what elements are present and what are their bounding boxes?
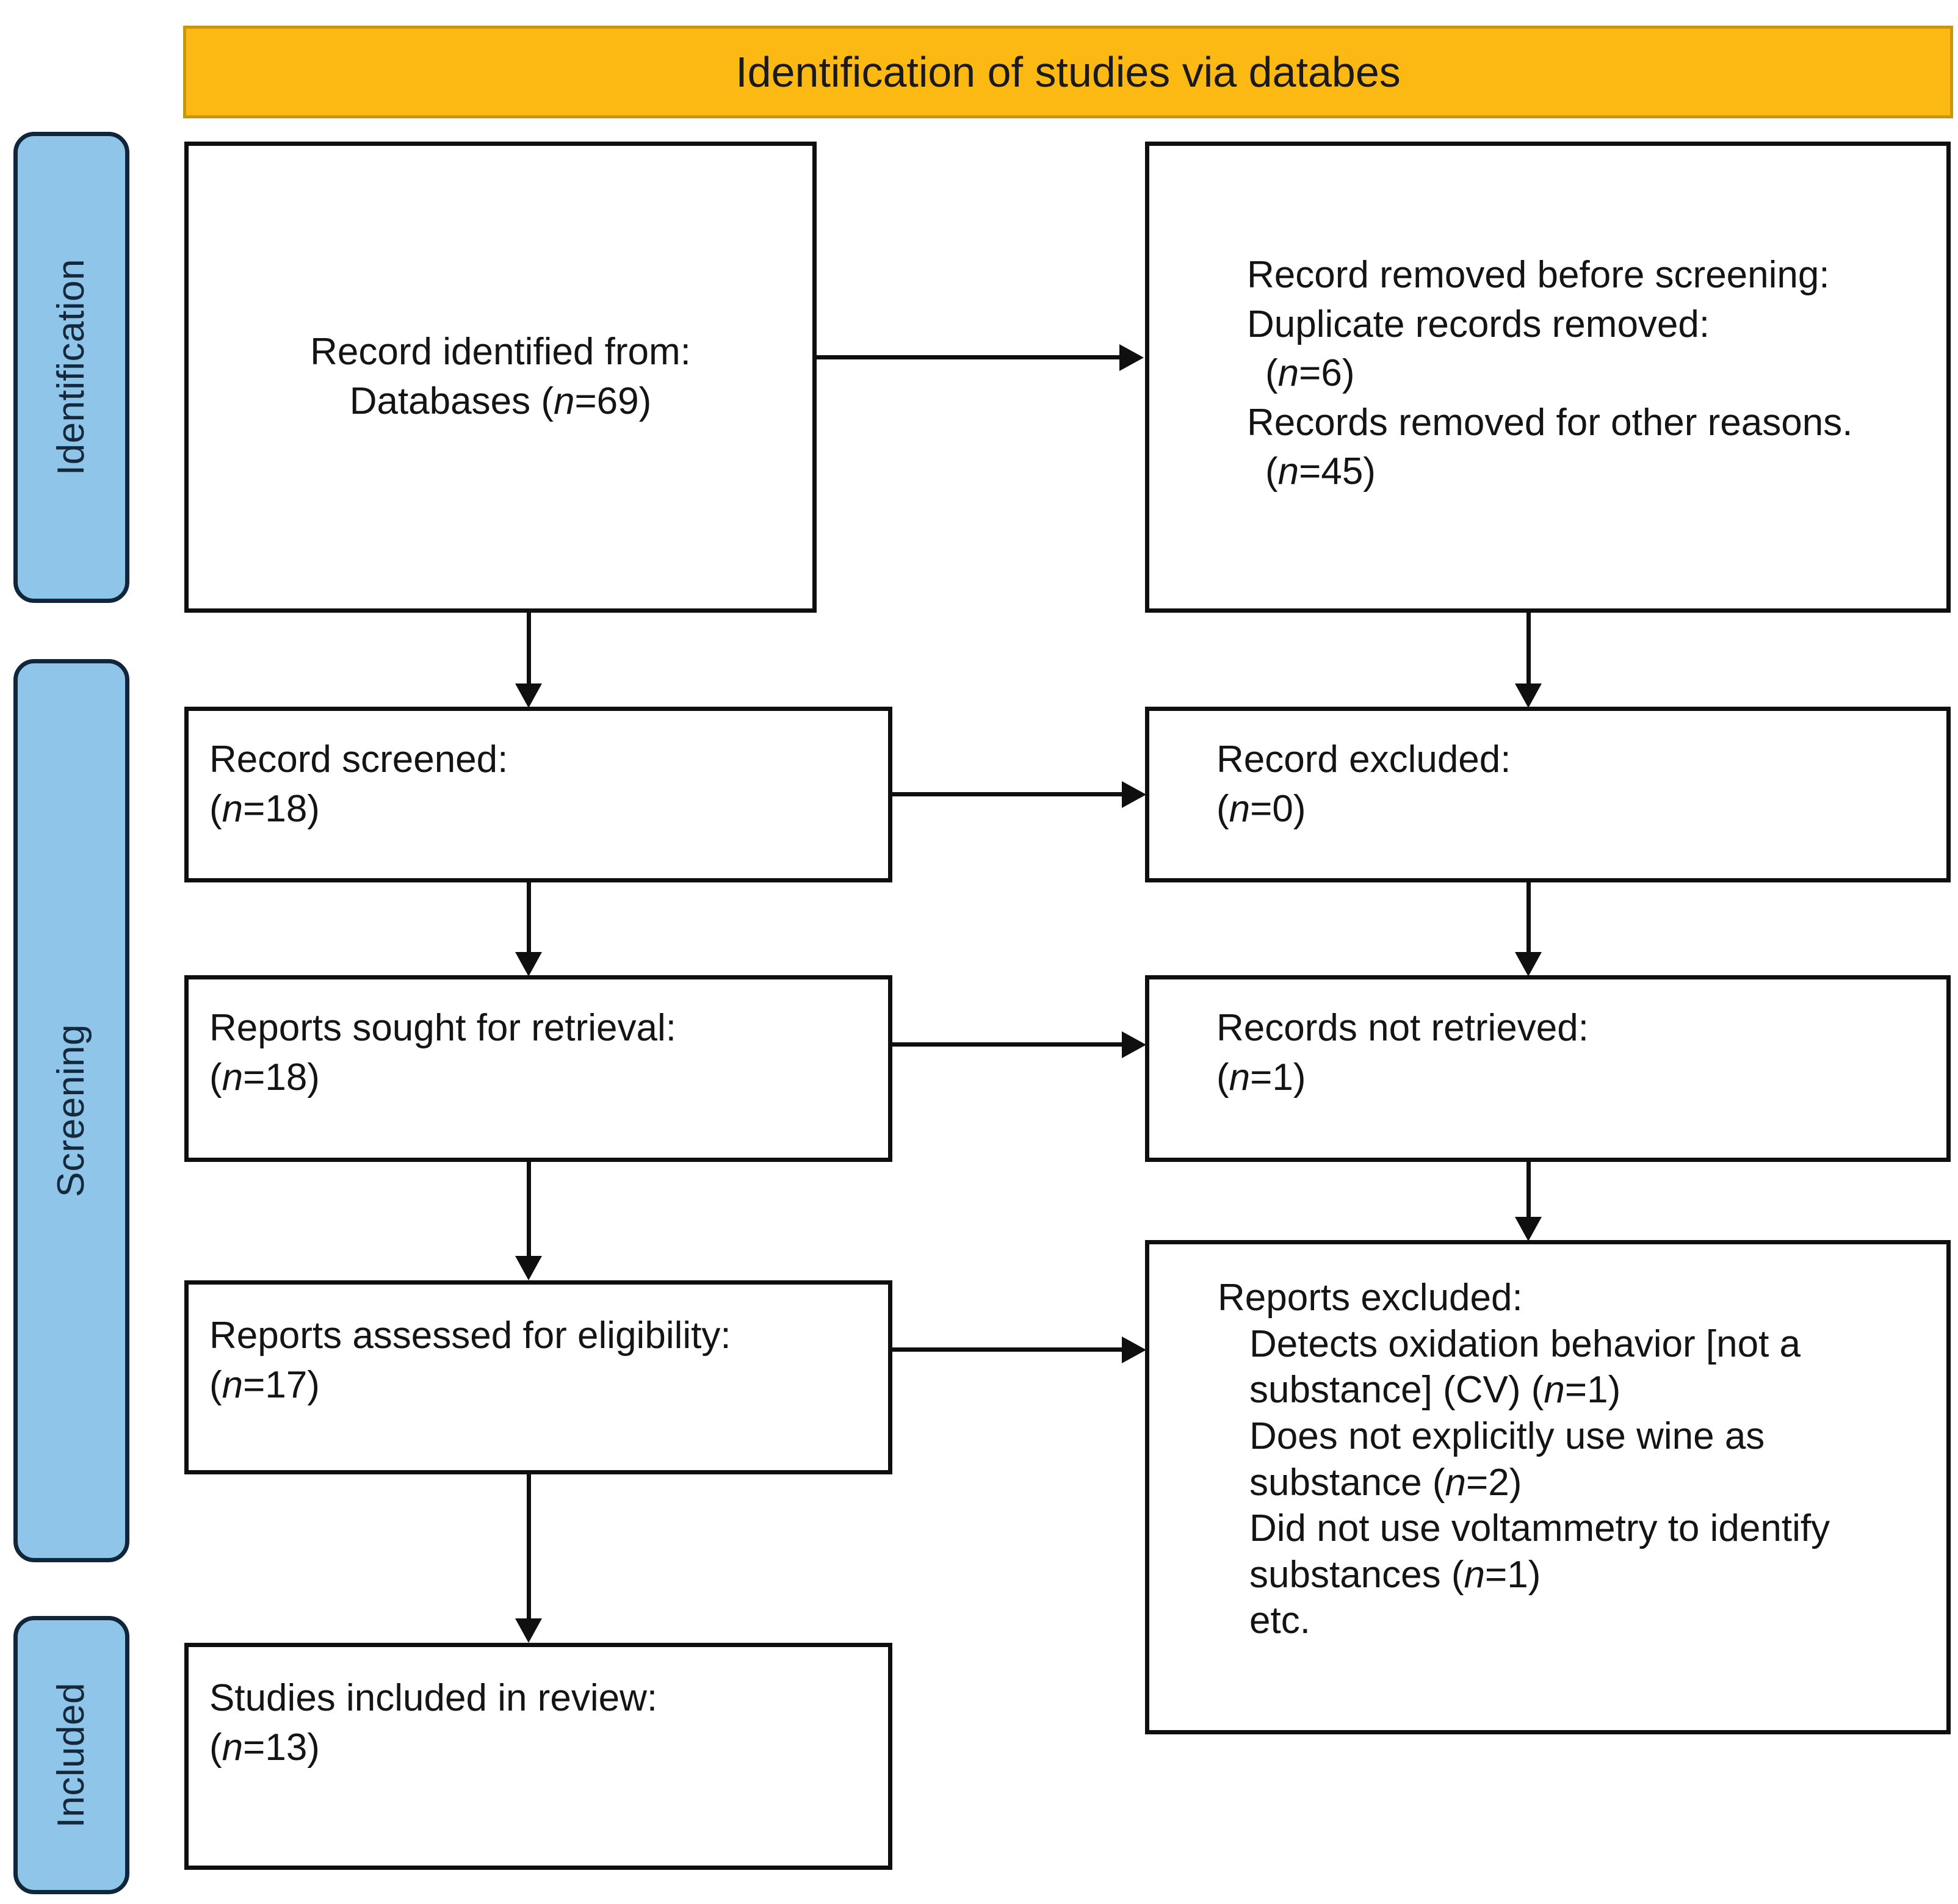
italic-n: n [553,380,575,422]
studies-included-line-1: Studies included in review: [209,1677,658,1719]
stage-pill-identification: Identification [13,132,129,603]
box-reports-sought-for-retrieval: Reports sought for retrieval: (n=18) [184,975,892,1162]
records-screened-line-1: Record screened: [209,738,508,781]
arrow-identified-to-screened [515,613,542,709]
italic-n: n [222,1056,244,1098]
records-removed-line-5: (n=45) [1265,450,1376,493]
arrow-assessed-to-reports-excluded [892,1336,1149,1363]
italic-n: n [1229,787,1251,830]
reports-assessed-line-2: (n=17) [209,1363,320,1406]
reports-sought-line-1: Reports sought for retrieval: [209,1007,677,1049]
reports-excluded-reason-4: etc. [1249,1599,1310,1642]
reports-excluded-reason-2: Does not explicitly use wine as substanc… [1249,1415,1765,1504]
arrow-screened-to-sought [515,882,542,978]
reports-sought-line-2: (n=18) [209,1056,320,1098]
italic-n: n [1229,1056,1251,1098]
arrow-assessed-to-studies-included [515,1474,542,1645]
stage-label-screening: Screening [50,1024,92,1197]
banner-title: Identification of studies via databes [735,48,1401,96]
reports-excluded-reason-3: Did not use voltammetry to identify subs… [1249,1507,1830,1596]
records-excluded-line-2: (n=0) [1216,787,1306,830]
italic-n: n [1277,352,1299,395]
records-removed-line-2: Duplicate records removed: [1247,303,1710,345]
box-records-removed-before-screening: Record removed before screening: Duplica… [1145,142,1951,613]
box-records-screened: Record screened: (n=18) [184,707,892,882]
arrow-removed-to-excluded [1515,613,1542,709]
italic-n: n [1277,450,1299,493]
arrow-excluded-to-not-retrieved [1515,882,1542,978]
reports-excluded-reason-1: Detects oxidation behavior [not a substa… [1249,1322,1801,1412]
reports-assessed-line-1: Reports assessed for eligibility: [209,1314,731,1357]
italic-n: n [1445,1461,1466,1504]
records-screened-line-2: (n=18) [209,787,320,830]
box-reports-not-retrieved: Records not retrieved: (n=1) [1145,975,1951,1162]
box-records-identified: Record identified from: Databases (n=69) [184,142,817,613]
studies-included-line-2: (n=13) [209,1726,320,1769]
italic-n: n [1544,1369,1565,1412]
box-studies-included-in-review: Studies included in review: (n=13) [184,1643,892,1870]
records-removed-line-4: Records removed for other reasons. [1247,401,1853,444]
records-excluded-line-1: Record excluded: [1216,738,1511,781]
stage-label-included: Included [50,1682,92,1828]
arrow-sought-to-assessed [515,1162,542,1282]
box-reports-excluded: Reports excluded: Detects oxidation beha… [1145,1240,1951,1734]
arrow-identified-to-removed [817,344,1145,371]
box-records-excluded: Record excluded: (n=0) [1145,707,1951,882]
arrow-not-retrieved-to-reports-excluded [1515,1162,1542,1242]
italic-n: n [222,1726,244,1769]
reports-excluded-line-1: Reports excluded: [1218,1277,1523,1319]
records-identified-line-1: Record identified from: [310,331,691,373]
records-identified-line-2: Databases (n=69) [349,380,652,422]
stage-label-identification: Identification [50,259,92,476]
box-reports-assessed-for-eligibility: Reports assessed for eligibility: (n=17) [184,1280,892,1474]
italic-n: n [1464,1553,1485,1596]
records-removed-line-1: Record removed before screening: [1247,254,1830,296]
stage-pill-included: Included [13,1616,129,1894]
reports-not-retrieved-line-1: Records not retrieved: [1216,1007,1589,1049]
arrow-sought-to-not-retrieved [892,1031,1149,1058]
italic-n: n [222,1363,244,1406]
banner-identification-databases: Identification of studies via databes [183,26,1953,118]
reports-not-retrieved-line-2: (n=1) [1216,1056,1306,1098]
records-removed-line-3: (n=6) [1265,352,1355,395]
arrow-screened-to-excluded [892,781,1149,808]
stage-pill-screening: Screening [13,659,129,1562]
italic-n: n [222,787,244,830]
